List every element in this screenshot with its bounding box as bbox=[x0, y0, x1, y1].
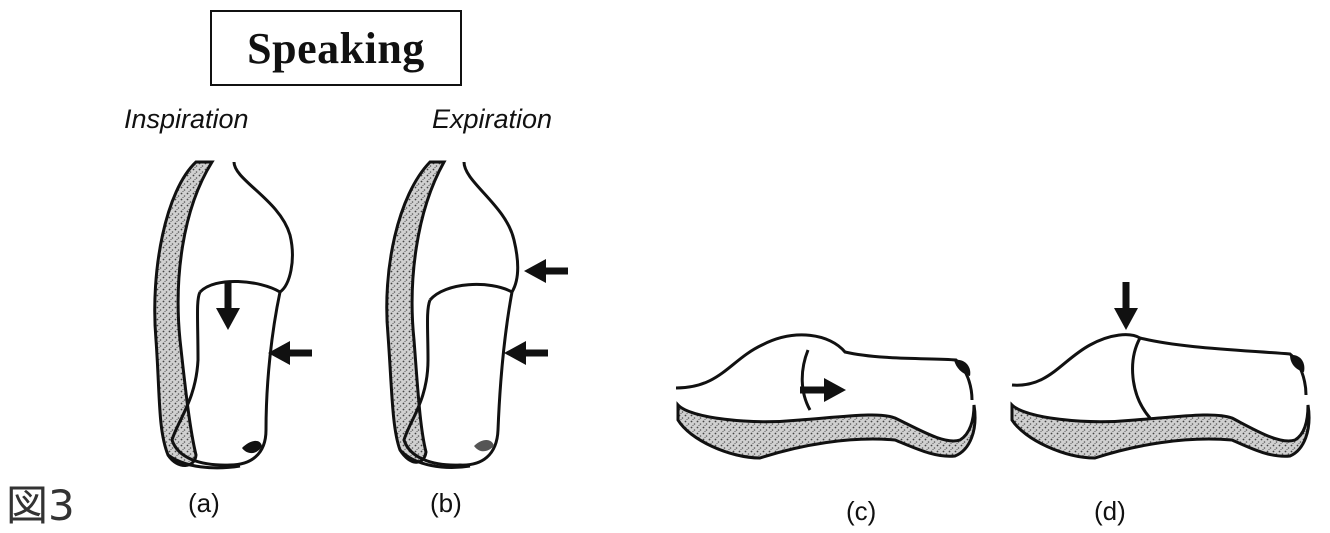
panel-a-down-arrow bbox=[216, 283, 240, 330]
panel-b-upper-chamber bbox=[464, 162, 518, 292]
panel-b-lower-arrow bbox=[504, 341, 548, 365]
panel-a-drawing bbox=[155, 162, 312, 468]
panel-d-divider bbox=[1133, 338, 1150, 418]
inspiration-label: Inspiration bbox=[124, 104, 249, 135]
panel-b-label: (b) bbox=[430, 488, 462, 519]
title-text: Speaking bbox=[247, 23, 425, 74]
panel-a-divider bbox=[200, 281, 280, 292]
panel-d-down-arrow bbox=[1114, 282, 1138, 330]
panel-a-upper-chamber bbox=[234, 162, 292, 292]
panel-c-right-arrow bbox=[800, 378, 846, 402]
panel-b-upper-arrow bbox=[524, 259, 568, 283]
title-box: Speaking bbox=[210, 10, 462, 86]
panel-c-floor-band bbox=[678, 405, 975, 458]
panel-d-label: (d) bbox=[1094, 496, 1126, 527]
panel-c-divider bbox=[802, 350, 810, 410]
panel-a-back-wall bbox=[155, 162, 212, 466]
panel-b-drawing bbox=[387, 162, 568, 467]
panel-b-divider bbox=[430, 284, 512, 300]
panel-d-dark-mark bbox=[1290, 355, 1304, 372]
panel-d-upper-contour bbox=[1012, 335, 1306, 395]
expiration-label: Expiration bbox=[432, 104, 552, 135]
panel-c-drawing bbox=[676, 335, 975, 458]
panel-d-drawing bbox=[1012, 282, 1309, 458]
panel-b-dark-mark bbox=[474, 440, 494, 451]
figure-label: 図3 bbox=[6, 472, 75, 533]
panel-a-left-arrow bbox=[268, 341, 312, 365]
panel-c-dark-mark bbox=[954, 360, 970, 376]
panel-d-floor-band bbox=[1012, 405, 1309, 458]
panel-c-label: (c) bbox=[846, 496, 876, 527]
panel-a-label: (a) bbox=[188, 488, 220, 519]
